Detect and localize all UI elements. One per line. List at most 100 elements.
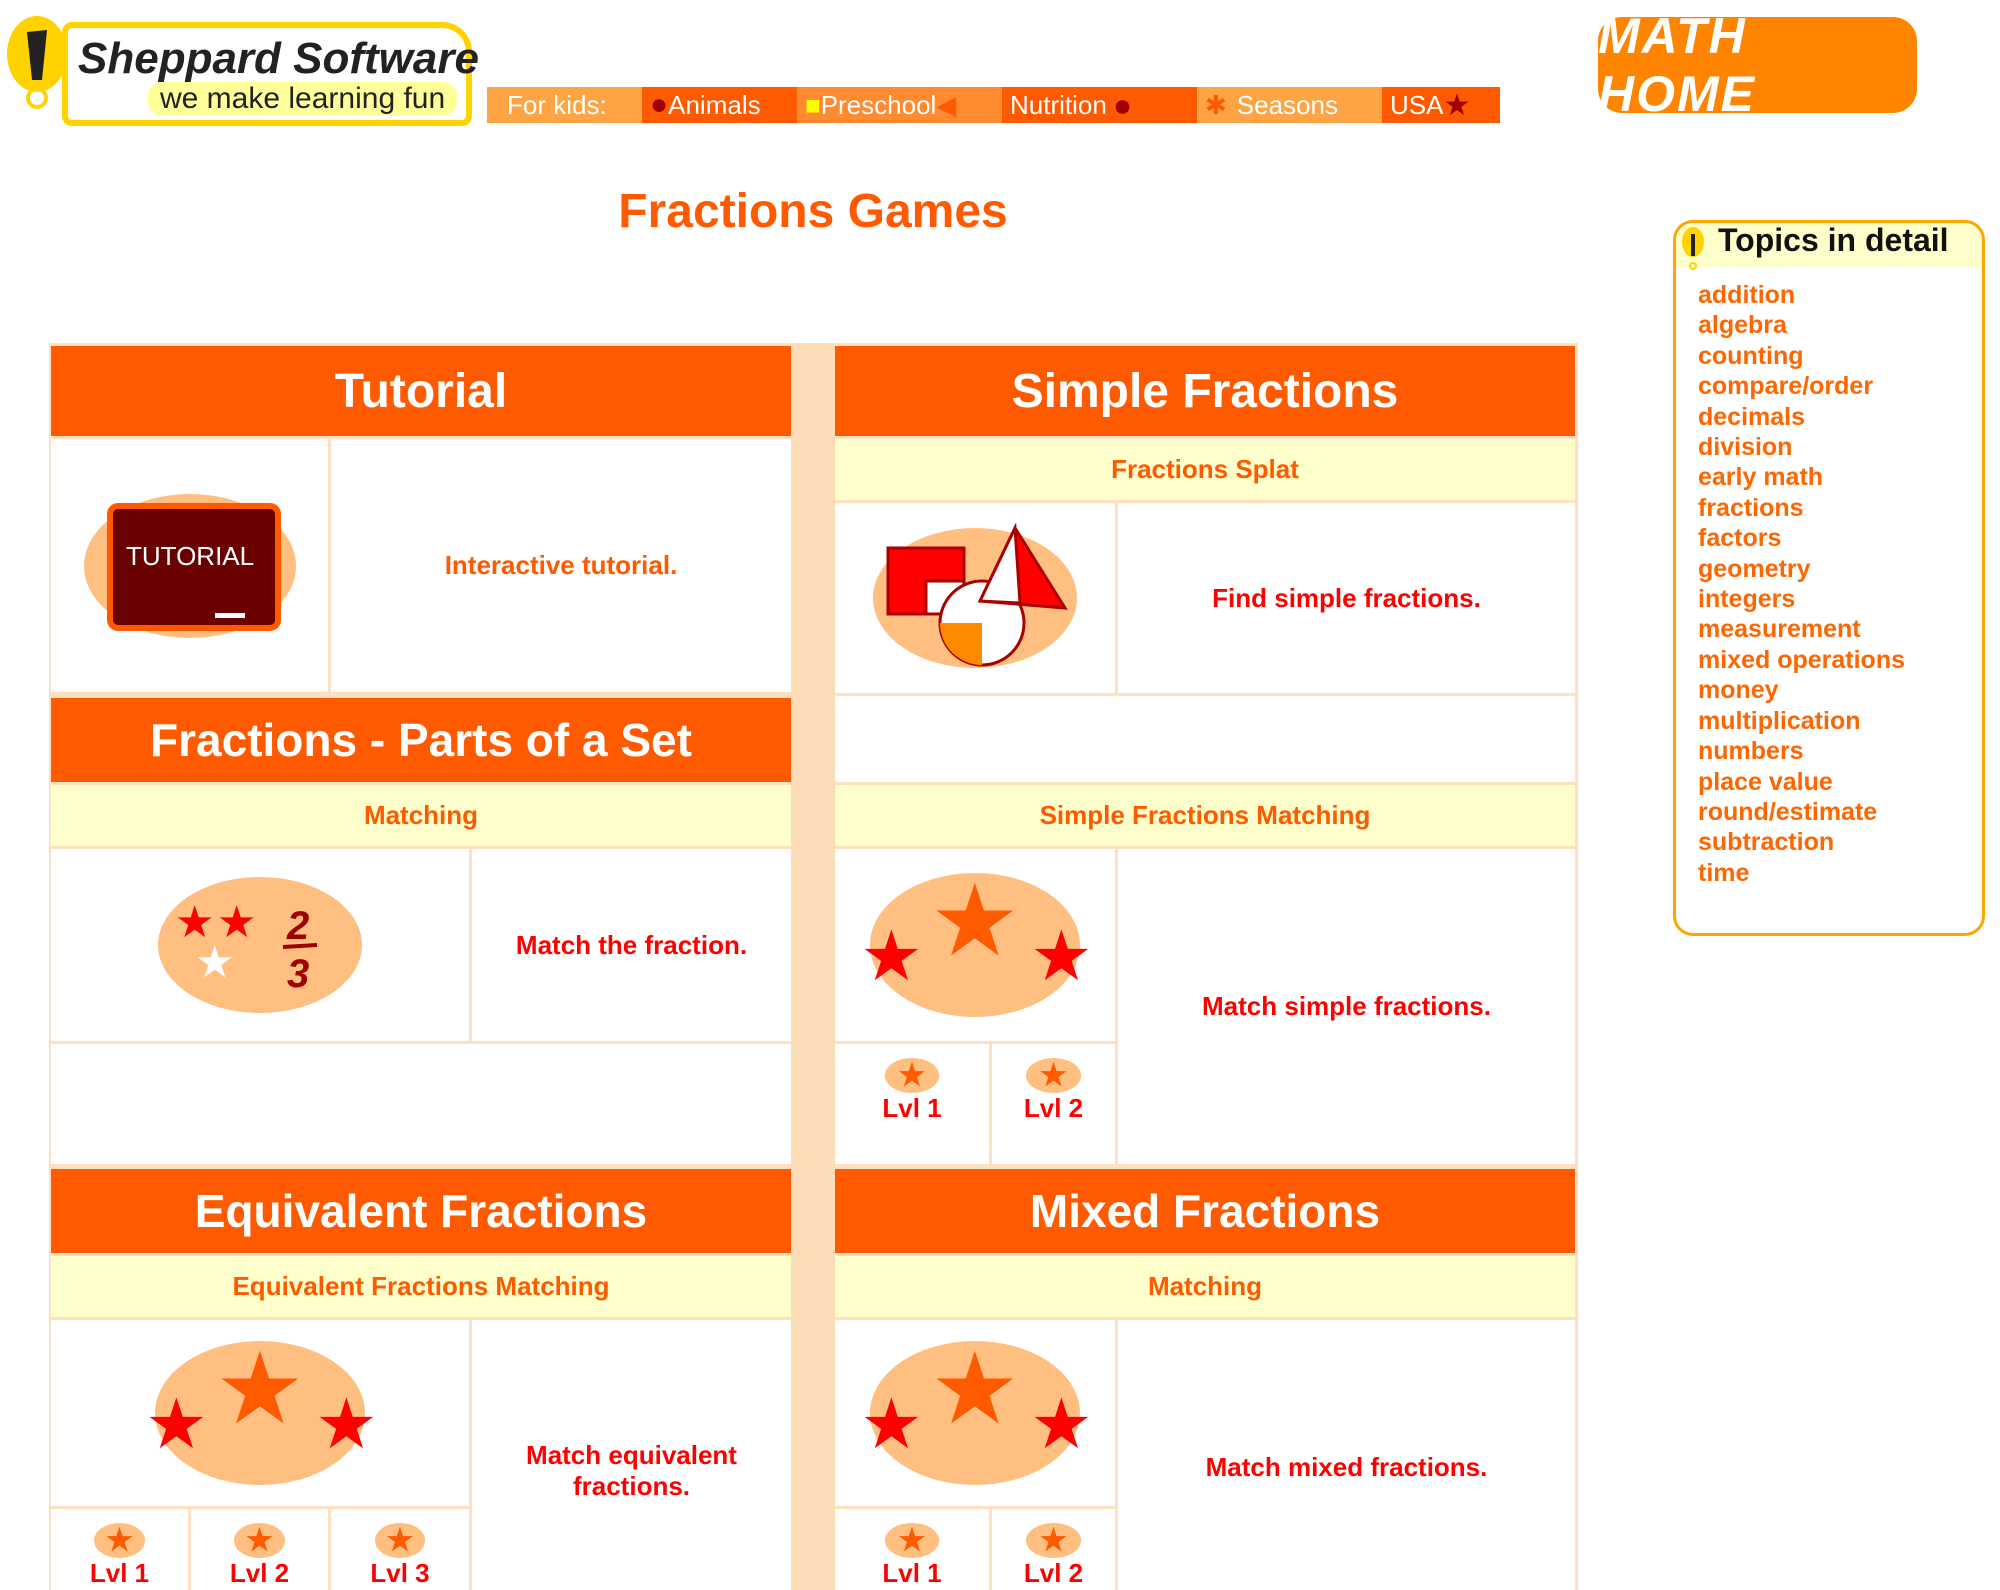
svg-text:★: ★: [217, 898, 256, 947]
mixed-level-1[interactable]: ★Lvl 1: [835, 1509, 989, 1590]
chalkboard-text: TUTORIAL: [126, 541, 255, 571]
logo-tagline: we make learning fun: [148, 82, 458, 116]
svg-text:★: ★: [930, 1338, 1020, 1445]
topic-link[interactable]: algebra: [1698, 311, 1787, 340]
svg-text:★: ★: [145, 1385, 208, 1463]
svg-text:★: ★: [860, 917, 923, 995]
topic-link[interactable]: integers: [1698, 585, 1796, 614]
parts-matching-title[interactable]: Matching: [51, 785, 791, 846]
simple-level-1[interactable]: ★Lvl 1: [835, 1044, 989, 1164]
mixed-matching-image[interactable]: ★★★: [835, 1320, 1115, 1506]
nav-seasons[interactable]: ✱ Seasons: [1197, 87, 1382, 123]
shapes-icon: [873, 523, 1077, 668]
kids-nav: For kids: ●Animals ■Preschool◀ Nutrition…: [487, 87, 1500, 123]
simple-matching-desc[interactable]: Match simple fractions.: [1118, 849, 1575, 1164]
simple-fractions-header: Simple Fractions: [835, 346, 1575, 436]
stars-small-icon: ★: [94, 1523, 145, 1558]
topic-link[interactable]: place value: [1698, 767, 1833, 796]
mixed-level-2[interactable]: ★Lvl 2: [992, 1509, 1115, 1590]
tutorial-image[interactable]: TUTORIAL: [51, 439, 328, 692]
star-icon: ★: [1443, 88, 1471, 122]
level-label: Lvl 2: [1023, 1558, 1084, 1588]
nav-usa[interactable]: USA★: [1382, 87, 1500, 123]
topics-header: [1676, 223, 1982, 267]
topic-link[interactable]: numbers: [1698, 737, 1804, 766]
topic-link[interactable]: money: [1698, 676, 1779, 705]
equivalent-matching-desc[interactable]: Match equivalent fractions.: [472, 1320, 791, 1590]
level-label: Lvl 1: [882, 1558, 942, 1588]
svg-text:★: ★: [860, 1385, 923, 1463]
nav-label-preschool: Preschool: [820, 89, 937, 120]
nav-animals[interactable]: ●Animals: [642, 87, 797, 123]
tutorial-link[interactable]: Interactive tutorial.: [331, 439, 791, 692]
triangle-icon: ◀: [936, 89, 957, 120]
equivalent-level-3[interactable]: ★Lvl 3: [331, 1509, 469, 1590]
parts-matching-desc[interactable]: Match the fraction.: [472, 849, 791, 1041]
stars-small-icon: ★: [884, 1058, 940, 1093]
equivalent-level-2[interactable]: ★Lvl 2: [191, 1509, 328, 1590]
level-label: Lvl 2: [1023, 1093, 1084, 1123]
topic-link[interactable]: multiplication: [1698, 706, 1861, 735]
stars-fraction-icon: ★★★ 23: [158, 877, 362, 1013]
stars-small-icon: ★: [1026, 1058, 1081, 1093]
topic-link[interactable]: fractions: [1698, 493, 1804, 522]
topic-link[interactable]: factors: [1698, 524, 1782, 553]
fraction-numerator: 2: [286, 904, 309, 948]
fractions-splat-title[interactable]: Fractions Splat: [835, 439, 1575, 500]
topics-title: Topics in detail: [1718, 222, 1949, 258]
fractions-splat-desc[interactable]: Find simple fractions.: [1118, 503, 1575, 693]
topic-link[interactable]: addition: [1698, 281, 1796, 309]
parts-of-set-header: Fractions - Parts of a Set: [51, 698, 791, 782]
topic-link[interactable]: early math: [1698, 463, 1824, 492]
svg-text:★: ★: [1030, 1385, 1093, 1463]
lightbulb-icon: [1682, 227, 1704, 270]
stars-small-icon: ★: [884, 1523, 940, 1558]
topic-link[interactable]: decimals: [1698, 402, 1806, 431]
nav-nutrition[interactable]: Nutrition●: [1002, 87, 1197, 123]
equivalent-level-1[interactable]: ★Lvl 1: [51, 1509, 188, 1590]
lightbulb-icon: [7, 16, 67, 109]
simple-level-2[interactable]: ★Lvl 2: [992, 1044, 1115, 1164]
mixed-matching-desc[interactable]: Match mixed fractions.: [1118, 1320, 1575, 1590]
topic-link[interactable]: counting: [1698, 341, 1804, 370]
stars-icon: ★★★: [145, 1338, 378, 1485]
equivalent-matching-image[interactable]: ★★★: [51, 1320, 469, 1506]
topic-link[interactable]: measurement: [1698, 615, 1861, 644]
level-label: Lvl 1: [882, 1093, 942, 1123]
stars-small-icon: ★: [1026, 1523, 1081, 1558]
topic-link[interactable]: time: [1698, 858, 1750, 887]
mixed-fractions-header: Mixed Fractions: [835, 1169, 1575, 1253]
logo-title: Sheppard Software: [78, 34, 479, 83]
topic-link[interactable]: mixed operations: [1698, 645, 1905, 674]
fraction-denominator: 3: [287, 952, 309, 996]
nav-label-animals: Animals: [668, 89, 761, 120]
svg-text:★: ★: [195, 938, 234, 987]
mixed-matching-title[interactable]: Matching: [835, 1256, 1575, 1317]
math-home-button[interactable]: MATH HOME: [1598, 8, 1917, 122]
fractions-splat-image[interactable]: [835, 503, 1115, 693]
nav-label-nutrition: Nutrition: [1010, 89, 1107, 120]
svg-text:★: ★: [175, 898, 214, 947]
chalkboard-icon: [83, 493, 296, 638]
owl-icon: ●: [650, 88, 669, 121]
topic-link[interactable]: division: [1698, 433, 1793, 462]
topic-link[interactable]: round/estimate: [1698, 797, 1878, 826]
topic-link[interactable]: compare/order: [1698, 372, 1874, 401]
simple-matching-image[interactable]: ★★★: [835, 849, 1115, 1041]
simple-matching-title[interactable]: Simple Fractions Matching: [835, 785, 1575, 846]
stars-icon: ★★★: [860, 1338, 1093, 1485]
topic-link[interactable]: subtraction: [1698, 828, 1835, 857]
nav-label-seasons: Seasons: [1236, 89, 1338, 120]
equivalent-matching-title[interactable]: Equivalent Fractions Matching: [51, 1256, 791, 1317]
svg-text:★: ★: [215, 1338, 305, 1445]
level-label: Lvl 2: [229, 1558, 290, 1588]
level-label: Lvl 1: [89, 1558, 150, 1588]
block-icon: ■: [805, 89, 821, 120]
flower-icon: ✱: [1205, 89, 1227, 120]
nav-preschool[interactable]: ■Preschool◀: [797, 87, 1002, 123]
page-title: Fractions Games: [618, 185, 1008, 238]
topic-link[interactable]: geometry: [1698, 554, 1811, 583]
svg-text:★: ★: [930, 870, 1020, 977]
